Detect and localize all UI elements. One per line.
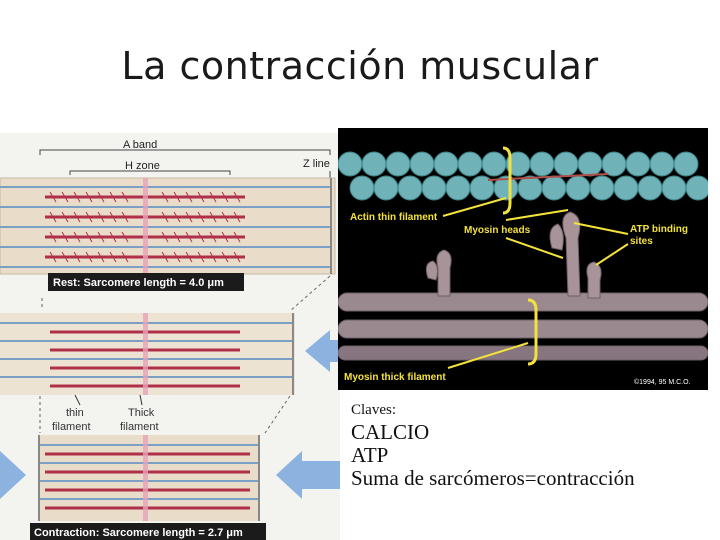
z-line-label: Z line	[303, 158, 330, 170]
thin-label-1: thin	[66, 407, 84, 419]
h-zone-label: H zone	[125, 160, 160, 172]
compress-arrow-left	[0, 451, 26, 499]
actin-label: Actin thin filament	[350, 212, 438, 223]
slide-title: La contracción muscular	[121, 44, 599, 88]
notes-heading: Claves:	[351, 402, 396, 418]
actin-myosin-figure: Actin thin filament Myosin heads ATP bin…	[338, 128, 708, 390]
key-notes: Claves: CALCIO ATP Suma de sarcómeros=co…	[351, 402, 711, 490]
rest-sarcomere	[0, 177, 336, 275]
compress-arrow-right-lower	[276, 451, 340, 499]
myosin-heads	[425, 211, 602, 299]
contraction-caption: Contraction: Sarcomere length = 2.7 μm	[34, 527, 243, 539]
rest-caption: Rest: Sarcomere length = 4.0 μm	[53, 277, 224, 289]
thin-label-2: filament	[52, 421, 91, 433]
myosin-thick-filament	[338, 292, 708, 361]
intermediate-sarcomere	[0, 313, 295, 395]
compress-arrow-right	[305, 330, 340, 372]
a-band-label: A band	[123, 139, 157, 151]
myosin-thick-label: Myosin thick filament	[344, 372, 446, 383]
actin-filament	[338, 151, 708, 201]
thick-label-1: Thick	[128, 407, 155, 419]
sarcomere-figure: A band H zone Z line	[0, 133, 340, 540]
atp-label-1: ATP binding	[630, 224, 688, 235]
note-line-calcio: CALCIO	[351, 420, 430, 444]
contracted-sarcomere	[38, 435, 260, 521]
note-line-sarcomeros: Suma de sarcómeros=contracción	[351, 466, 635, 490]
myosin-heads-label: Myosin heads	[464, 225, 531, 236]
copyright-label: ©1994, 95 M.C.O.	[634, 378, 691, 386]
thick-label-2: filament	[120, 421, 159, 433]
atp-label-2: sites	[630, 236, 653, 247]
note-line-atp: ATP	[351, 443, 389, 467]
